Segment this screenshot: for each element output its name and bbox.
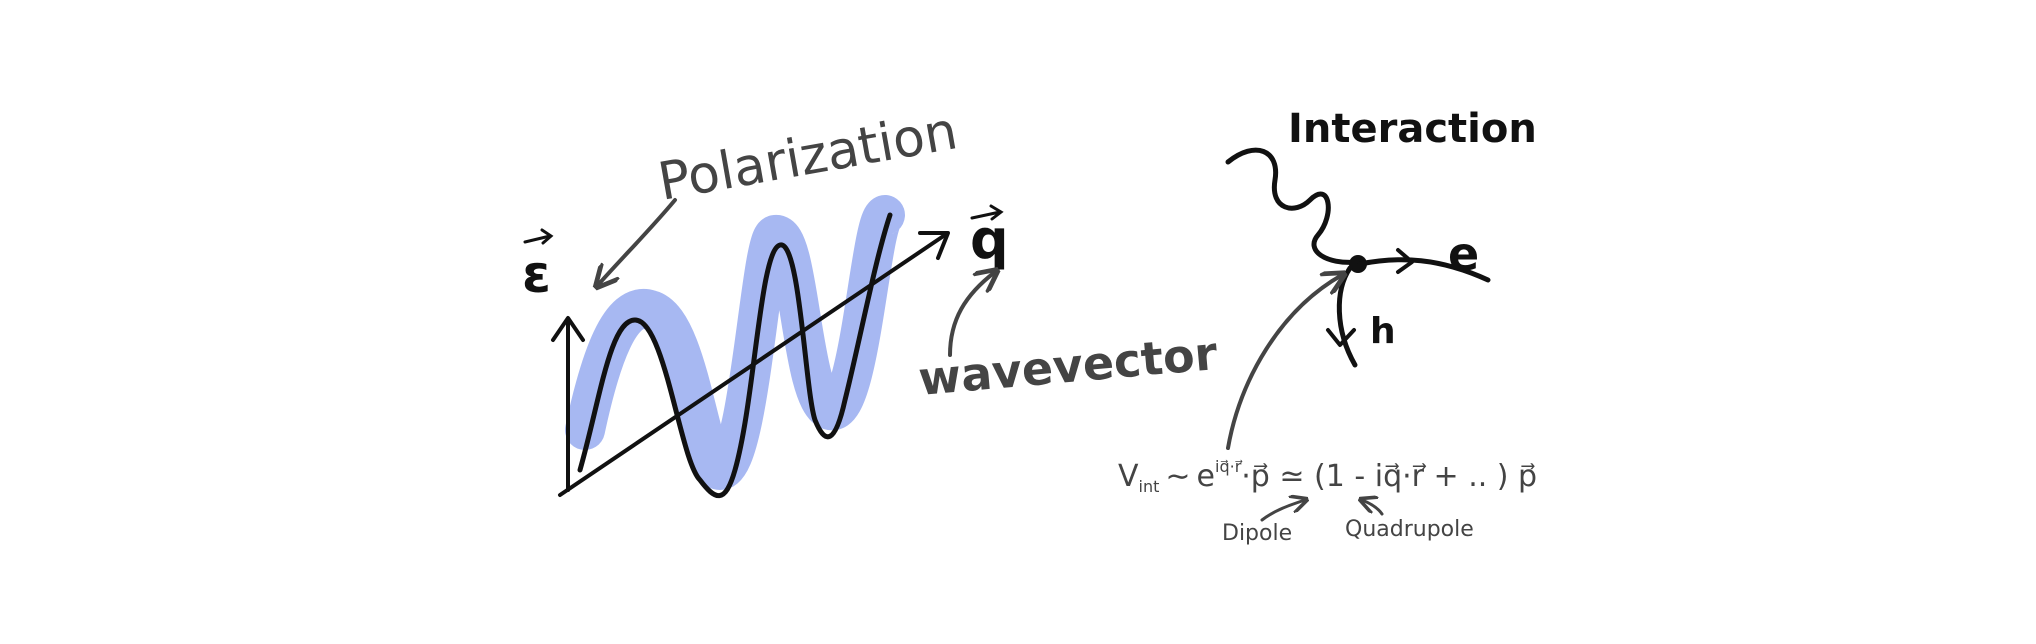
wavevector-label: wavevector [916, 326, 1219, 406]
formula-v: V [1118, 459, 1139, 494]
formula-rest: ·p⃗ ≃ (1 - iq⃗·r⃗ + .. ) p⃗ [1241, 459, 1537, 494]
interaction-formula: Vint ∼eiq⃗·r⃗·p⃗ ≃ (1 - iq⃗·r⃗ + .. ) p⃗ [1118, 457, 1537, 496]
quadrupole-pointer-arrow [1362, 500, 1384, 516]
electron-line [1357, 257, 1491, 283]
polarization-symbol-text: ε [522, 245, 551, 305]
hole-line [1336, 265, 1358, 368]
interaction-figure: Interaction e h Vint∼eiq⃗·r⃗·p⃗ ≃ (1 - i… [1118, 106, 1537, 546]
wave-figure: ε q Polarization wavevector [522, 101, 1220, 499]
quadrupole-label: Quadrupole [1345, 517, 1474, 542]
hole-line-arrowhead [1326, 328, 1356, 347]
polarization-label: Polarization [654, 101, 962, 213]
polarization-pointer-arrow [598, 198, 677, 285]
formula-exp-sup: iq⃗·r⃗ [1215, 457, 1243, 476]
wavevector-symbol-text: q [970, 208, 1009, 271]
electron-label: e [1448, 227, 1479, 281]
dipole-label: Dipole [1222, 521, 1292, 546]
wavevector-symbol: q [970, 204, 1009, 271]
electron-line-arrowhead [1396, 248, 1414, 274]
wave-highlight [565, 195, 905, 490]
formula-int: int [1139, 477, 1160, 496]
wave-line [577, 212, 893, 499]
dipole-pointer-arrow [1260, 500, 1305, 522]
hole-label: h [1370, 311, 1396, 352]
photon-line [1225, 147, 1361, 265]
wavevector-axis-arrowhead [918, 231, 950, 260]
formula-exp: e [1197, 459, 1215, 494]
polarization-axis-arrowhead [551, 316, 585, 342]
interaction-label: Interaction [1288, 106, 1537, 152]
vertex-pointer-arrow [1226, 275, 1342, 450]
formula-approx: ∼ [1165, 459, 1190, 494]
wavevector-pointer-arrow [948, 272, 995, 357]
polarization-symbol: ε [522, 228, 554, 305]
wavevector-axis [558, 233, 947, 497]
svg-text:Vint∼eiq⃗·r⃗·p⃗ ≃ (1 - iq⃗·r⃗: Vint ∼eiq⃗·r⃗·p⃗ ≃ (1 - iq⃗·r⃗ + .. ) p⃗ [1118, 457, 1537, 496]
